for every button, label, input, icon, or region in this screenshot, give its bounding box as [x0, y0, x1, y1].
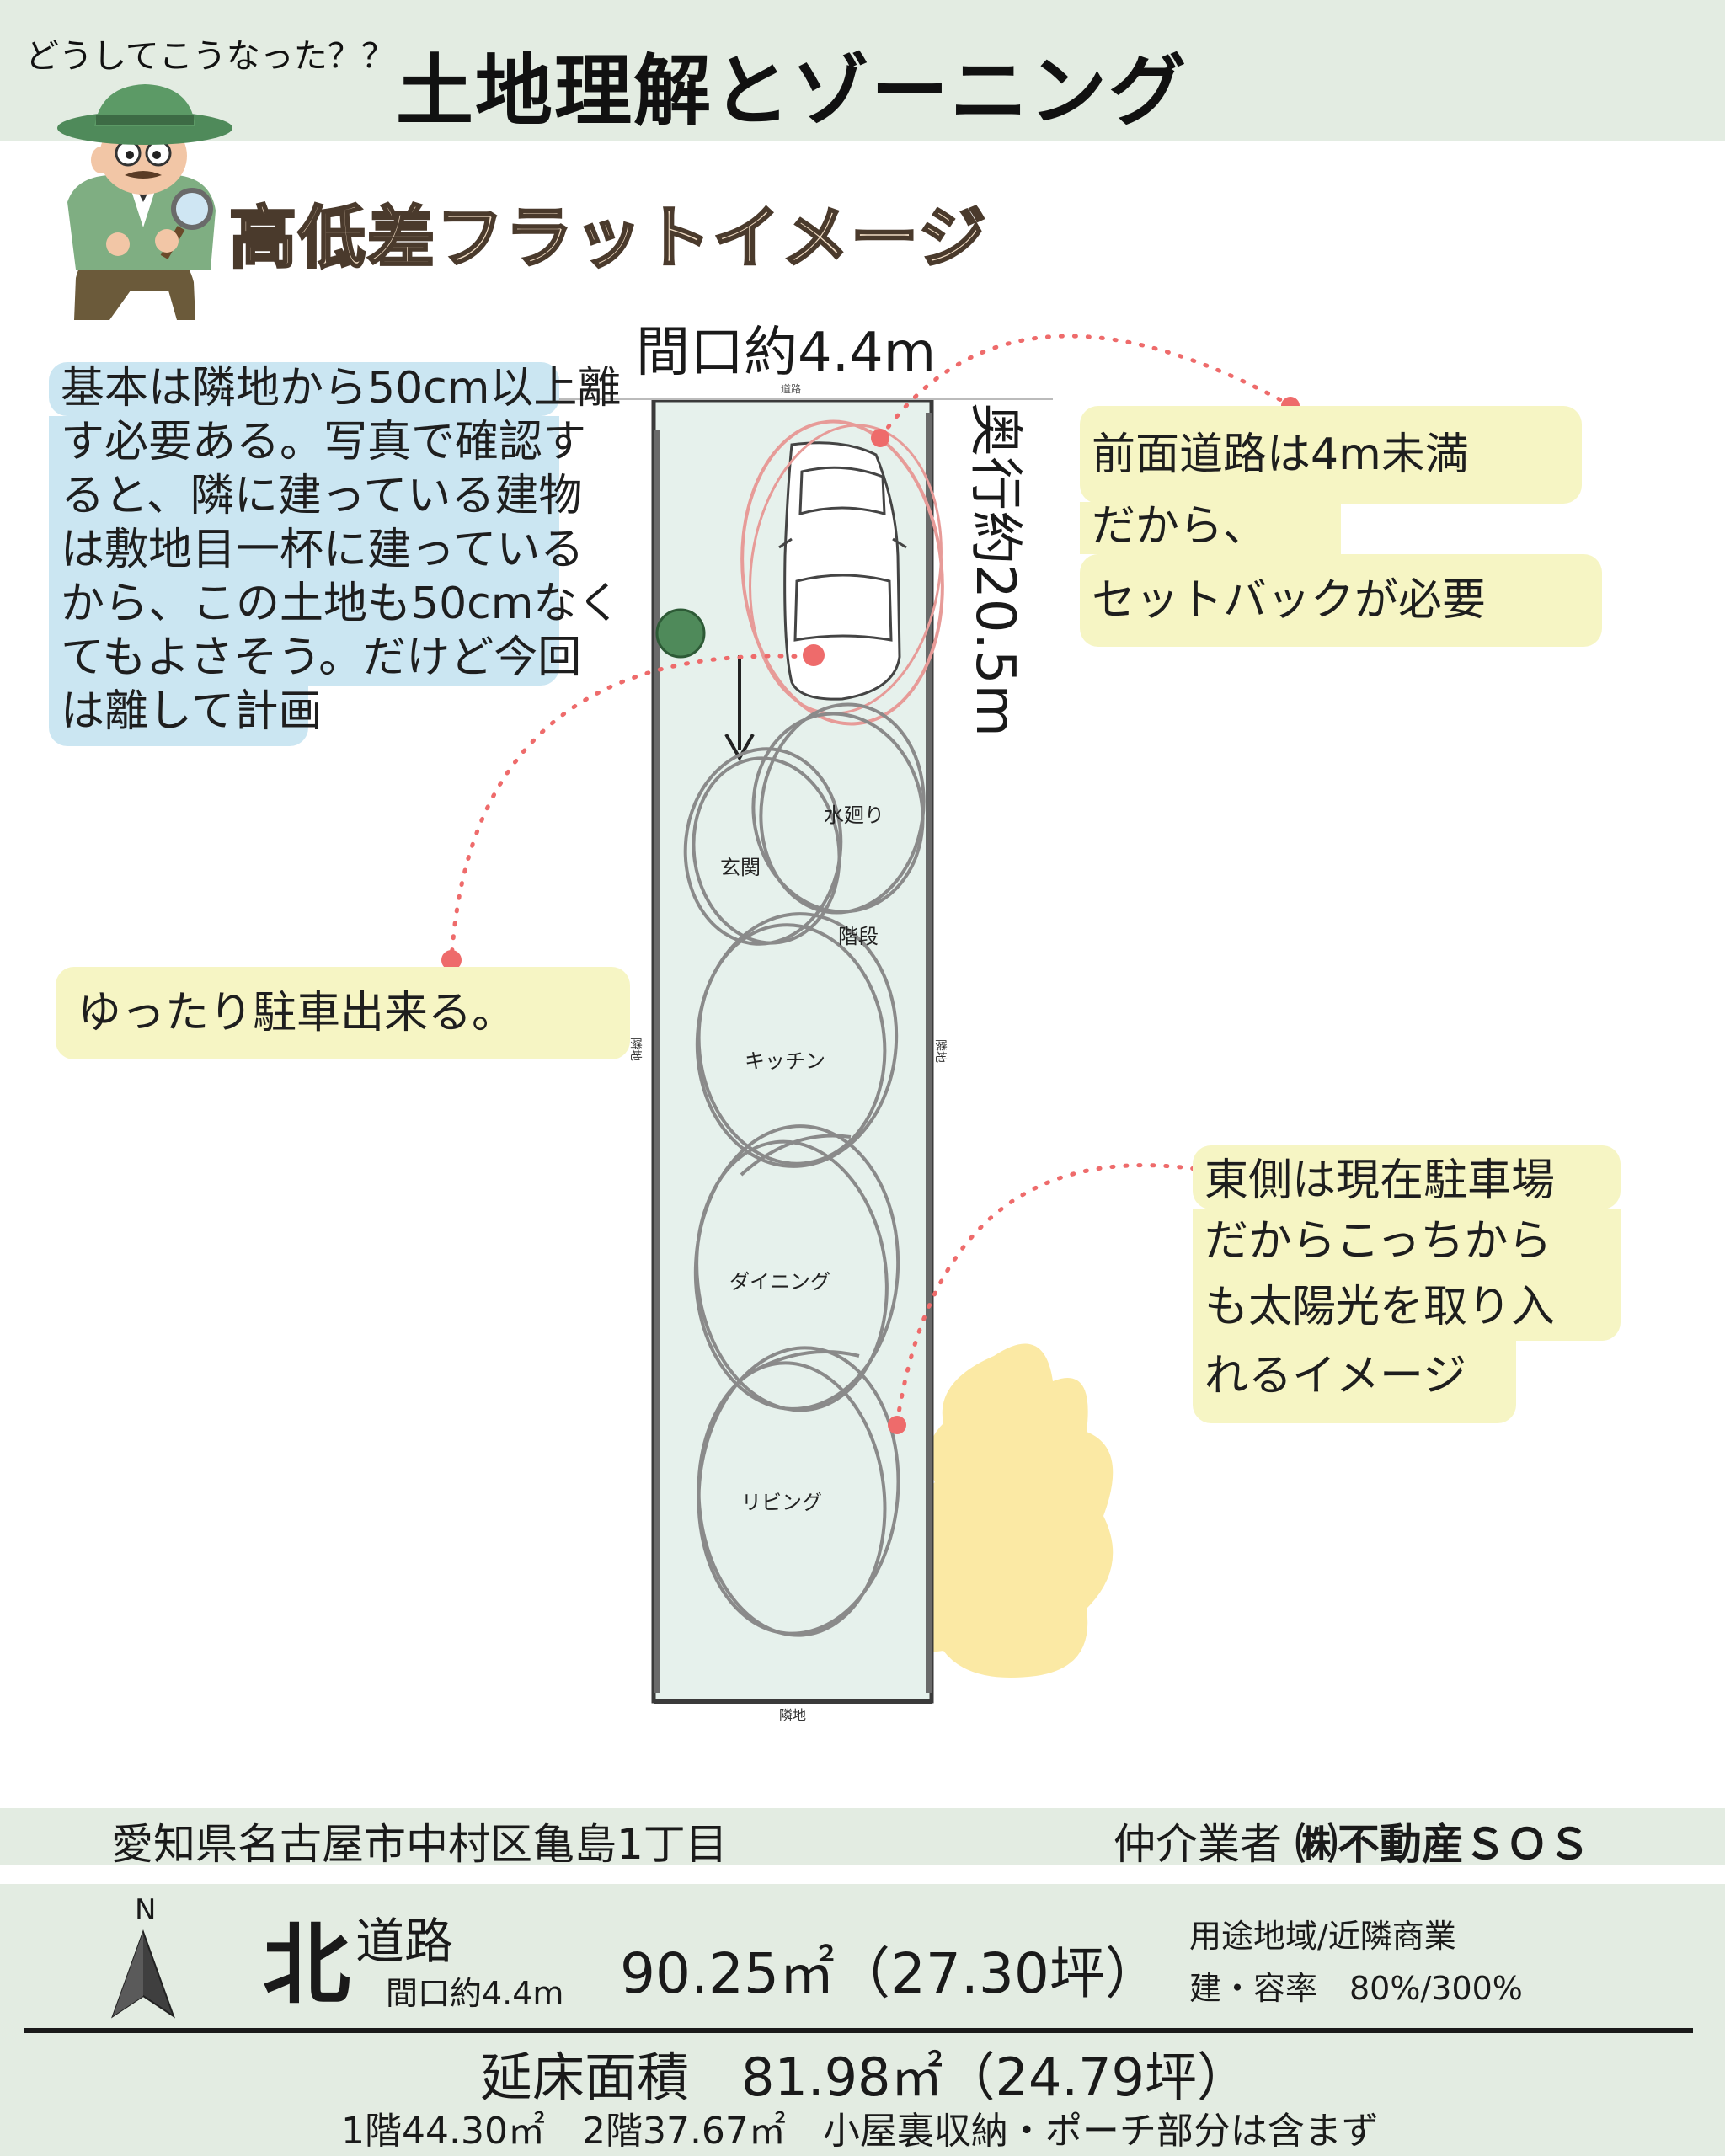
north-letter: N: [135, 1893, 157, 1927]
property-address: 愛知県名古屋市中村区亀島1丁目: [111, 1820, 728, 1869]
zone-label: リビング: [741, 1491, 822, 1514]
east-line: れるイメージ: [1193, 1341, 1516, 1423]
address-band: [0, 1808, 1725, 1865]
broker-name: ㈱不動産ＳＯＳ: [1295, 1820, 1590, 1869]
east-line: も太陽光を取り入: [1193, 1273, 1621, 1341]
parking-callout: ゆったり駐車出来る。: [56, 967, 630, 1059]
broker-prefix: 仲介業者: [1114, 1820, 1282, 1869]
setback-line: す必要ある。写真で確認す: [49, 416, 586, 470]
header-subtitle: どうしてこうなった？？: [25, 37, 395, 76]
front-road-line: だから、: [1080, 502, 1341, 554]
west-edge-label: 隣地: [628, 1038, 642, 1061]
floor-area: 延床面積 81.98㎡（24.79坪）: [480, 2047, 1249, 2108]
front-road-line: セットバックが必要: [1080, 554, 1602, 647]
zone-label: 階段: [838, 925, 879, 948]
setback-line: ると、隣に建っている建物: [49, 470, 582, 524]
road-label: 道路: [355, 1913, 454, 1970]
zone-label: 水廻り: [824, 803, 884, 827]
floor-detail: 1階44.30㎡ 2階37.67㎡ 小屋裏収納・ポーチ部分は含まず: [341, 2110, 1379, 2153]
coverage-ratio: 建・容率 80%/300%: [1189, 1970, 1523, 2007]
car-icon: [778, 441, 907, 701]
setback-line: は離して計画: [49, 686, 322, 746]
south-edge-label: 隣地: [779, 1707, 806, 1723]
lot-diagram: 間口約4.4m 奥行約20.5m 道路 隣地 隣地 隣地 水廻り 玄関 階段: [441, 322, 1300, 1723]
zoning-info: 用途地域/近隣商業: [1189, 1918, 1456, 1955]
zone-label: ダイニング: [729, 1270, 830, 1294]
setback-line: は敷地目一杯に建っている: [49, 524, 584, 578]
sunlight-patch: [884, 1343, 1114, 1678]
frontage-label: 間口約4.4m: [636, 322, 936, 384]
setback-line: から、この土地も50cmなく: [49, 578, 621, 632]
east-edge-label: 隣地: [933, 1039, 947, 1063]
detective-mascot-illustration: [57, 84, 232, 320]
section-title: 高低差フラットイメージ: [227, 198, 988, 279]
broker-info: 仲介業者 ㈱不動産ＳＯＳ: [1114, 1811, 1590, 1871]
zone-label: キッチン: [745, 1049, 825, 1073]
front-road-line: 前面道路は4m未満: [1080, 406, 1582, 504]
header-band: [0, 0, 1725, 141]
depth-label: 奥行約20.5m: [964, 403, 1026, 737]
zone-label: 玄関: [720, 856, 761, 879]
north-edge-label: 道路: [781, 382, 801, 395]
road-frontage: 間口約4.4m: [386, 1975, 564, 2012]
road-direction: 北: [263, 1913, 351, 2016]
east-line: 東側は現在駐車場: [1193, 1145, 1621, 1209]
setback-line: てもよさそう。だけど今回: [49, 632, 581, 686]
tree-icon: [655, 608, 706, 659]
spec-band: [0, 1884, 1725, 2156]
divider: [24, 2028, 1693, 2033]
site-area: 90.25㎡（27.30坪）: [620, 1941, 1161, 2006]
setback-line: 基本は隣地から50cm以上離: [49, 362, 621, 416]
north-arrow-icon: [111, 1929, 175, 2019]
page-title: 土地理解とゾーニング: [396, 46, 1188, 136]
east-line: だからこっちから: [1193, 1209, 1621, 1273]
